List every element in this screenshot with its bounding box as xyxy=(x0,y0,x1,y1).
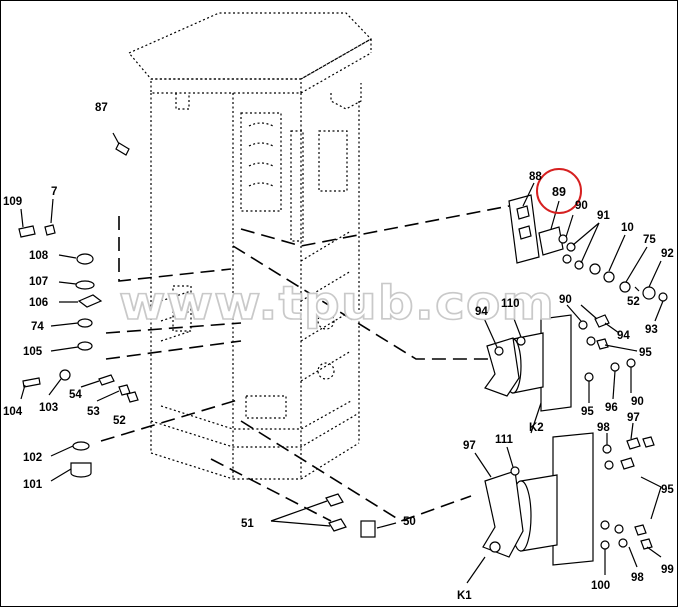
callout-96: 96 xyxy=(605,402,618,414)
highlight-circle xyxy=(536,168,582,214)
callout-54: 54 xyxy=(69,389,82,401)
callout-109: 109 xyxy=(3,196,22,208)
callout-98b: 98 xyxy=(631,572,644,584)
equipment-cabinet xyxy=(128,12,372,480)
callout-90a: 90 xyxy=(575,200,588,212)
callout-92: 92 xyxy=(661,248,674,260)
callout-51: 51 xyxy=(241,518,254,530)
callout-93: 93 xyxy=(645,324,658,336)
callout-101: 101 xyxy=(23,479,43,491)
callout-90b: 90 xyxy=(559,294,572,306)
callout-K1: K1 xyxy=(457,590,472,602)
callout-53: 53 xyxy=(87,406,100,418)
terminal-block-assembly xyxy=(508,182,668,322)
callout-107: 107 xyxy=(29,276,48,288)
watermark-text: www.tpub.com xyxy=(119,276,555,330)
callout-108: 108 xyxy=(29,250,49,262)
callout-105: 105 xyxy=(23,346,43,358)
lower-centre-hardware xyxy=(270,493,397,538)
callout-89: 89 xyxy=(552,185,566,199)
callout-97a: 97 xyxy=(463,440,476,452)
callout-91: 91 xyxy=(597,210,610,222)
callout-94b: 94 xyxy=(617,330,630,342)
callout-90c: 90 xyxy=(631,396,644,408)
callout-K2: K2 xyxy=(529,422,544,434)
callout-99: 99 xyxy=(661,564,674,576)
callout-labels: 87 109 7 108 107 106 74 105 104 103 54 5… xyxy=(3,102,674,602)
callout-74: 74 xyxy=(31,321,44,333)
callout-106: 106 xyxy=(29,297,48,309)
callout-102: 102 xyxy=(23,452,42,464)
left-hardware xyxy=(18,132,139,482)
callout-95b: 95 xyxy=(581,406,594,418)
relay-k1 xyxy=(466,422,662,584)
callout-52a: 52 xyxy=(113,415,126,427)
callout-104: 104 xyxy=(3,406,23,418)
callout-88: 88 xyxy=(529,171,542,183)
callout-97b: 97 xyxy=(627,412,640,424)
callout-111: 111 xyxy=(495,434,514,446)
callout-10: 10 xyxy=(621,222,634,234)
callout-100: 100 xyxy=(591,580,610,592)
callout-50: 50 xyxy=(403,516,416,528)
relay-k2 xyxy=(482,304,638,434)
callout-103: 103 xyxy=(39,402,58,414)
callout-98a: 98 xyxy=(597,422,610,434)
callout-87: 87 xyxy=(95,102,108,114)
callout-75: 75 xyxy=(643,234,656,246)
callout-95c: 95 xyxy=(661,484,674,496)
callout-7: 7 xyxy=(51,186,57,198)
callout-52b: 52 xyxy=(627,296,640,308)
leader-lines xyxy=(100,205,510,522)
callout-95a: 95 xyxy=(639,347,652,359)
callout-110: 110 xyxy=(501,298,520,310)
callout-94a: 94 xyxy=(475,306,488,318)
